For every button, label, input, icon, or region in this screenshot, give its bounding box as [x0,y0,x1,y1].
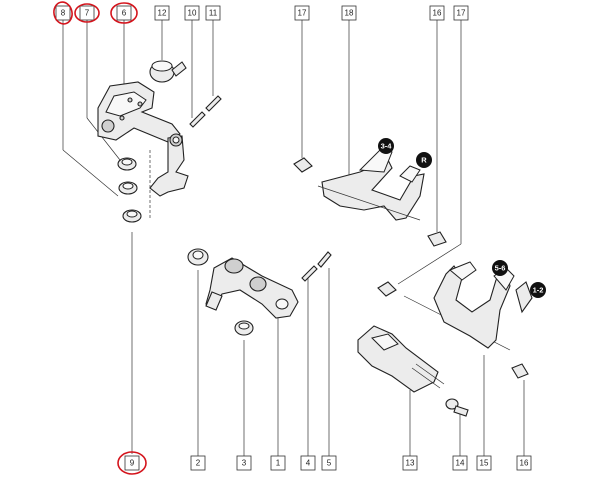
label-8: 8 [55,5,71,21]
part-13-gate-assembly [357,325,445,393]
label-2: 2 [190,455,206,471]
part-16-rod-right [511,363,529,379]
highlight-ring-7 [74,3,100,23]
badge-5-6: 5-6 [492,260,508,276]
svg-text:15: 15 [480,459,489,468]
badge-reverse: R [416,152,432,168]
gear-badges: 3-4 R 5-6 1-2 [378,138,546,298]
badge-1-2: 1-2 [530,282,546,298]
svg-text:7: 7 [85,9,90,18]
svg-text:3-4: 3-4 [381,142,393,151]
lever-shaft [149,133,189,197]
part-14-bolt [445,398,469,417]
part-15-shift-fork-assembly [403,261,533,351]
svg-text:3: 3 [242,459,247,468]
part-16-rod-top [427,231,447,247]
label-11: 11 [205,5,221,21]
leader-lines [62,20,525,456]
svg-text:11: 11 [209,9,218,18]
svg-text:9: 9 [130,459,135,468]
highlight-rings [53,1,147,475]
label-12: 12 [154,5,170,21]
part-17-rod-top [293,157,313,173]
svg-text:4: 4 [306,459,311,468]
highlight-ring-9 [117,451,147,475]
svg-text:6: 6 [122,9,127,18]
label-16-top: 16 [429,5,445,21]
part-18-shift-fork-assembly [317,149,425,221]
label-18: 18 [341,5,357,21]
highlight-ring-8 [53,1,73,25]
label-13: 13 [402,455,418,471]
part-12-knob [149,60,187,83]
svg-text:5: 5 [327,459,332,468]
label-7: 7 [79,5,95,21]
label-17-right: 17 [453,5,469,21]
label-4: 4 [300,455,316,471]
part-4-pin [301,265,318,282]
label-17-top: 17 [294,5,310,21]
part-7-bush [117,157,137,171]
svg-text:16: 16 [520,459,529,468]
part-17-rod-right [377,281,397,297]
label-1: 1 [270,455,286,471]
svg-text:R: R [421,156,427,165]
svg-text:1: 1 [276,459,281,468]
part-6-lever-plate [97,81,181,143]
highlight-ring-6 [110,2,138,24]
label-5: 5 [321,455,337,471]
svg-text:16: 16 [433,9,442,18]
svg-text:18: 18 [345,9,354,18]
part-8-bush [118,181,138,195]
svg-text:5-6: 5-6 [495,264,506,273]
svg-text:1-2: 1-2 [533,286,544,295]
label-10: 10 [184,5,200,21]
svg-text:8: 8 [61,9,66,18]
label-9: 9 [124,455,140,471]
svg-text:14: 14 [456,459,465,468]
part-1-selector-shaft [205,257,299,319]
label-boxes: 8 7 6 12 10 11 17 18 [55,5,532,471]
part-2-bearing [187,248,209,266]
label-16-bottom: 16 [516,455,532,471]
label-14: 14 [452,455,468,471]
part-3-bush [234,320,254,336]
svg-text:17: 17 [298,9,307,18]
svg-text:12: 12 [158,9,167,18]
svg-text:2: 2 [196,459,201,468]
part-5-pin [317,251,332,268]
svg-text:10: 10 [188,9,197,18]
label-6: 6 [116,5,132,21]
label-15: 15 [476,455,492,471]
badge-3-4: 3-4 [378,138,394,154]
part-9-bush [122,209,142,223]
part-10-pin [189,111,206,128]
svg-text:13: 13 [406,459,415,468]
part-11-pin [205,95,222,112]
label-3: 3 [236,455,252,471]
svg-text:17: 17 [457,9,466,18]
